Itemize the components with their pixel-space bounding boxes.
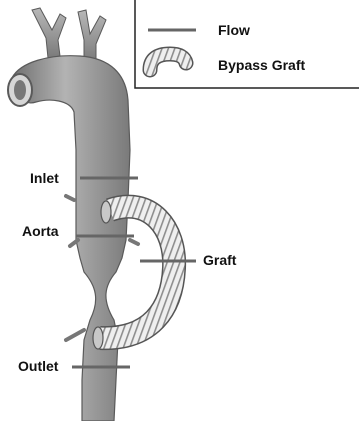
legend-flow-label: Flow	[218, 22, 250, 38]
graft-label: Graft	[203, 252, 237, 268]
legend-graft-swatch	[150, 54, 186, 70]
inlet-label: Inlet	[30, 170, 59, 186]
legend-graft-label: Bypass Graft	[218, 57, 305, 73]
outlet-label: Outlet	[18, 358, 59, 374]
legend-box	[135, 0, 359, 88]
aorta-label: Aorta	[22, 223, 59, 239]
legend: Flow Bypass Graft	[135, 0, 359, 88]
aortic-branches	[32, 8, 106, 62]
